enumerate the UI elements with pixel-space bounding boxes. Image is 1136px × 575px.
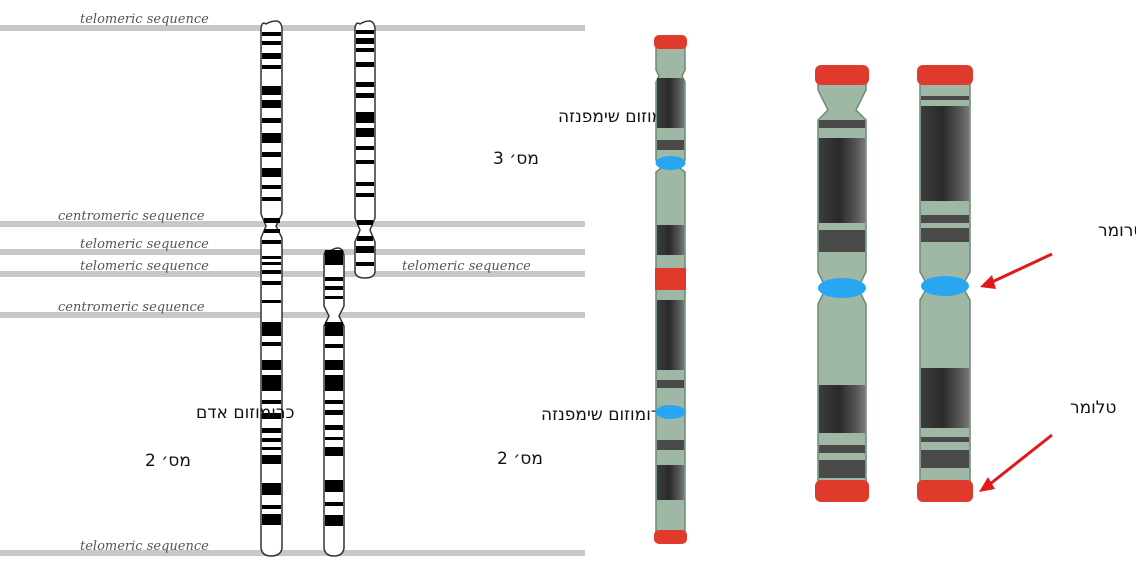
right-chromosome [917,65,973,502]
line-label-telomeric-bottom: telomeric sequence [80,539,209,554]
telomere-arrow [979,433,1053,492]
left-panel: telomeric sequence centromeric sequence … [0,12,686,557]
line-label-telomeric-top: telomeric sequence [80,12,209,27]
middle-chromosome [815,65,869,502]
line-label-telomeric-right: telomeric sequence [402,259,531,274]
reference-line [0,550,585,556]
centromere-label: צנטרומר [1098,221,1136,241]
telomere-label: טלומר [1070,398,1116,418]
chimp-2-number: מס׳ 2 [497,449,543,469]
reference-line [0,271,585,277]
chimp-3-number: מס׳ 3 [493,149,539,169]
chimp-chromosome-3 [354,20,376,279]
reference-line [0,312,585,318]
line-label-telomeric-mid2: telomeric sequence [80,259,209,274]
line-label-telomeric-mid1: telomeric sequence [80,237,209,252]
fused-chromosome [654,35,687,544]
human-2-number: מס׳ 2 [145,451,191,471]
right-panel: צנטרומר טלומר [654,35,1136,544]
line-label-centromeric-upper: centromeric sequence [58,209,205,224]
reference-line [0,221,585,227]
reference-line [0,25,585,31]
human-2-label: כרומוזום אדם [196,403,295,423]
centromere-arrow [980,252,1053,289]
line-label-centromeric-lower: centromeric sequence [58,300,205,315]
reference-line [0,249,585,255]
human-chromosome-2 [260,20,283,557]
chimp-3-label: כרומוזום שימפנזה [558,107,686,127]
chimp-2-label: כרומוזום שימפנזה [541,405,669,425]
chimp-chromosome-2 [323,247,345,557]
